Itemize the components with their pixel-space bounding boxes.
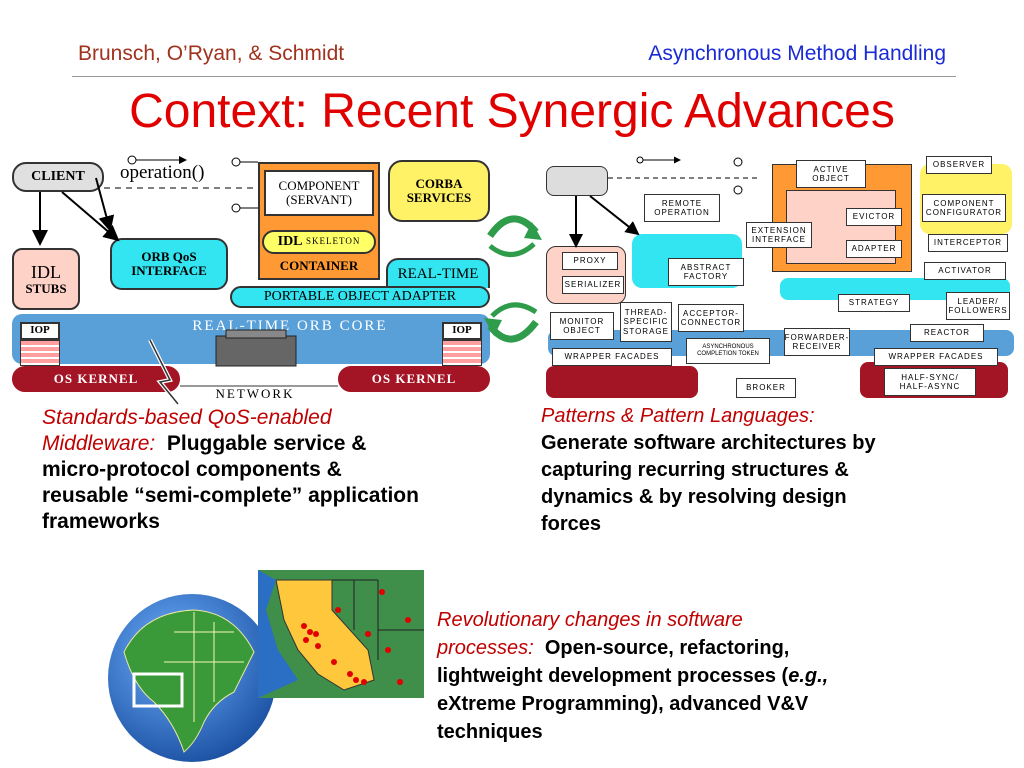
os-kernel-right-label: OS KERNEL xyxy=(371,371,457,387)
slide-title: Context: Recent Synergic Advances xyxy=(129,85,895,138)
abstract-factory-box: ABSTRACT FACTORY xyxy=(668,258,744,286)
os-kernel-left: OS KERNEL xyxy=(12,366,180,392)
iop-right-label: IOP xyxy=(452,324,472,337)
processes-body3: eXtreme Programming), advanced V&V xyxy=(437,693,809,715)
corba-services-box: CORBA SERVICES xyxy=(388,160,490,222)
corba-line1: CORBA xyxy=(415,176,463,192)
poa-label: PORTABLE OBJECT ADAPTER xyxy=(263,288,457,304)
network-label: NETWORK xyxy=(200,386,310,402)
header-divider xyxy=(72,76,956,77)
middleware-body4: frameworks xyxy=(42,510,160,533)
gray-block xyxy=(546,166,608,196)
middleware-lead2: Middleware: xyxy=(42,432,156,455)
broker-box: BROKER xyxy=(736,378,796,398)
strategy-box: STRATEGY xyxy=(838,294,910,312)
patterns-body1: Generate software architectures by xyxy=(541,432,876,454)
processes-body1: Open-source, refactoring, xyxy=(544,637,790,659)
component-configurator-box: COMPONENT CONFIGURATOR xyxy=(922,194,1006,222)
thread-specific-storage-box: THREAD- SPECIFIC STORAGE xyxy=(620,302,672,342)
iop-left: IOP xyxy=(20,322,60,340)
os-kernel-left-label: OS KERNEL xyxy=(53,371,139,387)
wrapper-facades-left-box: WRAPPER FACADES xyxy=(552,348,672,366)
realtime-label: REAL-TIME xyxy=(397,266,479,282)
processes-body2b: e.g., xyxy=(788,665,829,687)
poa-bg xyxy=(386,258,490,288)
async-completion-token-box: ASYNCHRONOUS COMPLETION TOKEN xyxy=(686,338,770,364)
iop-right: IOP xyxy=(442,322,482,340)
middleware-lead1: Standards-based QoS-enabled xyxy=(42,406,332,429)
serializer-box: SERIALIZER xyxy=(562,276,624,294)
patterns-body4: forces xyxy=(541,513,602,535)
client-label: CLIENT xyxy=(31,168,85,184)
patterns-diagram: ACTIVE OBJECT OBSERVER REMOTE OPERATION … xyxy=(540,150,1016,405)
processes-body4: techniques xyxy=(437,721,543,743)
processes-lead2: processes: xyxy=(437,637,534,659)
idl-skeleton-a: IDL xyxy=(277,233,303,249)
interceptor-box: INTERCEPTOR xyxy=(928,234,1008,252)
forwarder-receiver-box: FORWARDER- RECEIVER xyxy=(784,328,850,356)
patterns-body2: capturing recurring structures & xyxy=(541,459,849,481)
container-label: CONTAINER xyxy=(279,258,359,273)
synergy-arrows xyxy=(484,215,542,343)
middleware-body3: reusable “semi-complete” application xyxy=(42,484,419,507)
half-sync-box: HALF-SYNC/ HALF-ASYNC xyxy=(884,368,976,396)
middleware-body2: micro-protocol components & xyxy=(42,458,342,481)
processes-block: Revolutionary changes in software proces… xyxy=(437,606,997,746)
leader-followers-box: LEADER/ FOLLOWERS xyxy=(946,292,1010,320)
corba-line2: SERVICES xyxy=(406,190,472,205)
remote-operation-box: REMOTE OPERATION xyxy=(644,194,720,222)
proxy-box: PROXY xyxy=(562,252,618,270)
iop-left-stack xyxy=(20,340,60,366)
iop-right-stack xyxy=(442,340,482,366)
pattern-connectors xyxy=(569,156,758,248)
orb-qos-line1: ORB QoS xyxy=(141,249,197,265)
evictor-box: EVICTOR xyxy=(846,208,902,226)
observer-box: OBSERVER xyxy=(926,156,992,174)
diagram-connectors xyxy=(32,155,338,405)
idl-stubs-line2: STUBS xyxy=(25,280,67,296)
component-line1: COMPONENT xyxy=(278,178,360,194)
patterns-body3: dynamics & by resolving design xyxy=(541,486,847,508)
idl-skeleton-box: IDL SKELETON xyxy=(262,230,376,254)
middleware-diagram: REAL-TIME ORB CORE OS KERNEL OS KERNEL C… xyxy=(0,150,500,405)
iop-left-label: IOP xyxy=(30,324,50,337)
patterns-block: Patterns & Pattern Languages: Generate s… xyxy=(541,403,1001,538)
header-authors: Brunsch, O’Ryan, & Schmidt xyxy=(78,42,345,65)
component-line2: (SERVANT) xyxy=(286,192,352,207)
extension-interface-box: EXTENSION INTERFACE xyxy=(746,222,812,248)
component-servant-box: COMPONENT (SERVANT) xyxy=(264,170,374,216)
acceptor-connector-box: ACCEPTOR- CONNECTOR xyxy=(678,304,744,332)
activator-box: ACTIVATOR xyxy=(924,262,1006,280)
client-box: CLIENT xyxy=(12,162,104,192)
idl-stubs-box: IDL STUBS xyxy=(12,248,80,310)
orb-qos-box: ORB QoS INTERFACE xyxy=(110,238,228,290)
idl-stubs-line1: IDL xyxy=(31,261,61,282)
processes-lead1: Revolutionary changes in software xyxy=(437,609,743,631)
wrapper-facades-right-box: WRAPPER FACADES xyxy=(874,348,998,366)
operation-label: operation() xyxy=(120,162,205,183)
orb-qos-line2: INTERFACE xyxy=(131,263,207,278)
california-map xyxy=(258,570,424,698)
active-object-box: ACTIVE OBJECT xyxy=(796,160,866,188)
os-kernel-right: OS KERNEL xyxy=(338,366,490,392)
globe-image xyxy=(108,594,276,762)
header-topic: Asynchronous Method Handling xyxy=(648,42,946,65)
maroon-left xyxy=(546,366,698,398)
idl-skeleton-b: SKELETON xyxy=(306,236,361,247)
patterns-lead: Patterns & Pattern Languages: xyxy=(541,405,815,427)
middleware-body1: Pluggable service & xyxy=(166,432,367,455)
processes-body2a: lightweight development processes ( xyxy=(437,665,789,687)
poa-box: PORTABLE OBJECT ADAPTER xyxy=(230,286,490,308)
middleware-block: Standards-based QoS-enabled Middleware: … xyxy=(42,405,512,535)
monitor-object-box: MONITOR OBJECT xyxy=(550,312,614,340)
reactor-box: REACTOR xyxy=(910,324,984,342)
adapter-box: ADAPTER xyxy=(846,240,902,258)
